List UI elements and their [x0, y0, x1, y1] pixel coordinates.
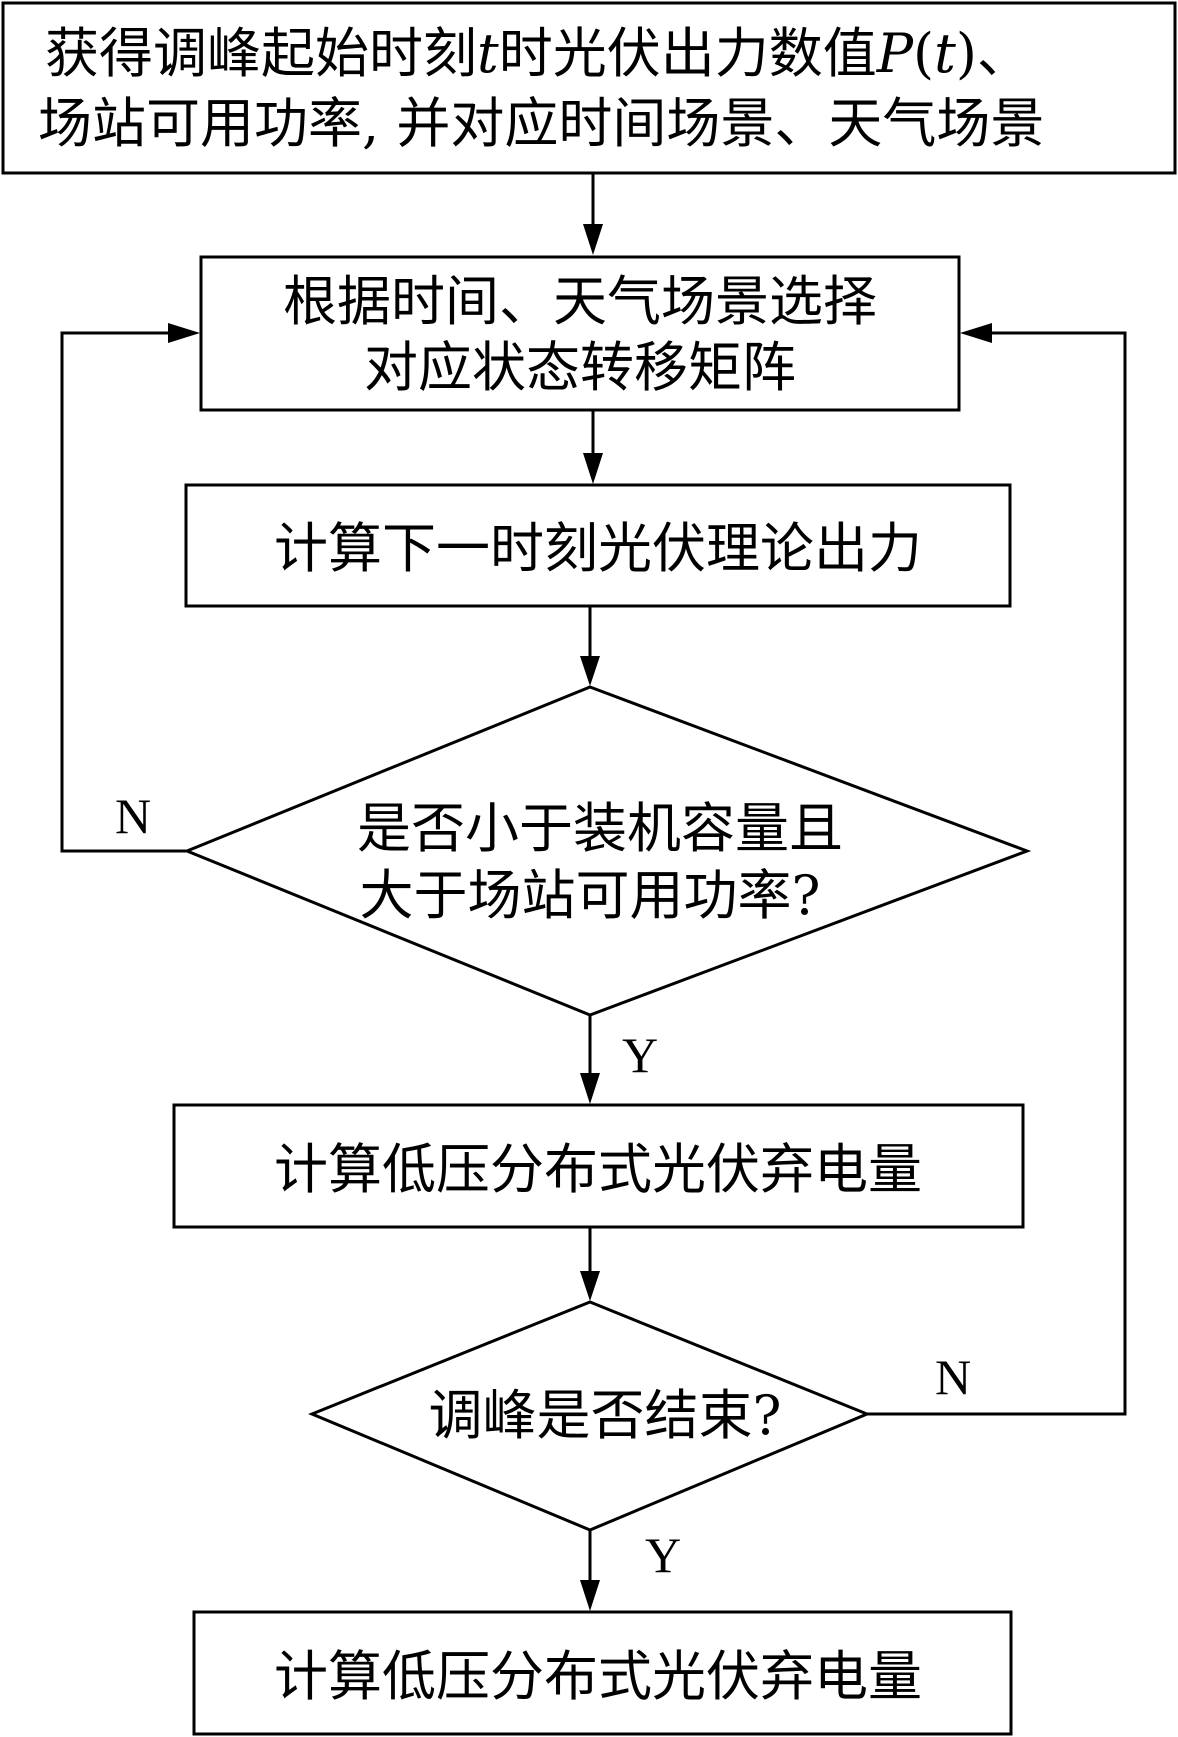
edge-decision-end-no-loop — [867, 323, 1127, 1416]
calc-curtail-1-node: 计算低压分布式光伏弃电量 — [172, 1103, 1025, 1229]
arrowhead-icon — [168, 323, 200, 343]
calc-theory-box — [184, 483, 1012, 608]
calc-curtail-1-line1: 计算低压分布式光伏弃电量 — [274, 1138, 922, 1201]
edge-calc-to-decision — [580, 606, 600, 686]
edge-decision-end-yes — [580, 1530, 600, 1611]
select-matrix-line2: 对应状态转移矩阵 — [364, 336, 796, 399]
start-node-line2: 场站可用功率, 并对应时间场景、天气场景 — [38, 92, 1044, 155]
edge-label-end-no: N — [935, 1349, 971, 1405]
edge-decision-capacity-no-loop — [60, 323, 200, 853]
arrowhead-icon — [583, 453, 603, 484]
decision-capacity-line1: 是否小于装机容量且 — [357, 797, 843, 860]
arrowhead-icon — [960, 323, 992, 343]
arrowhead-icon — [580, 1073, 600, 1104]
arrowhead-icon — [580, 1580, 600, 1611]
edge-label-capacity-no: N — [115, 788, 151, 844]
start-node: 获得调峰起始时刻t时光伏出力数值P(t)、 场站可用功率, 并对应时间场景、天气… — [1, 1, 1177, 175]
decision-capacity-node: 是否小于装机容量且 大于场站可用功率? — [183, 685, 1032, 1017]
arrowhead-icon — [580, 1271, 600, 1301]
arrowhead-icon — [580, 656, 600, 686]
decision-capacity-line2: 大于场站可用功率? — [360, 864, 821, 927]
calc-theory-line1: 计算下一时刻光伏理论出力 — [274, 517, 922, 580]
edge-select-to-calc — [583, 410, 603, 484]
start-node-line1: 获得调峰起始时刻t时光伏出力数值P(t)、 — [45, 22, 1031, 85]
calc-curtail-2-line1: 计算低压分布式光伏弃电量 — [274, 1645, 922, 1708]
edge-decision-capacity-yes — [580, 1015, 600, 1104]
calc-theory-node: 计算下一时刻光伏理论出力 — [184, 483, 1012, 608]
decision-end-line1: 调峰是否结束? — [429, 1384, 782, 1447]
edge-start-to-select — [583, 173, 603, 255]
calc-curtail-2-box — [192, 1610, 1013, 1736]
edge-curtail1-to-decision-end — [580, 1227, 600, 1301]
decision-end-node: 调峰是否结束? — [308, 1300, 871, 1532]
calc-curtail-2-node: 计算低压分布式光伏弃电量 — [192, 1610, 1013, 1736]
select-matrix-node: 根据时间、天气场景选择 对应状态转移矩阵 — [199, 255, 961, 412]
edge-label-end-yes: Y — [645, 1527, 681, 1583]
select-matrix-line1: 根据时间、天气场景选择 — [283, 270, 877, 333]
select-matrix-box — [199, 255, 961, 412]
edge-label-capacity-yes: Y — [622, 1027, 658, 1083]
calc-curtail-1-box — [172, 1103, 1025, 1229]
arrowhead-icon — [583, 224, 603, 255]
start-node-box — [1, 1, 1177, 175]
